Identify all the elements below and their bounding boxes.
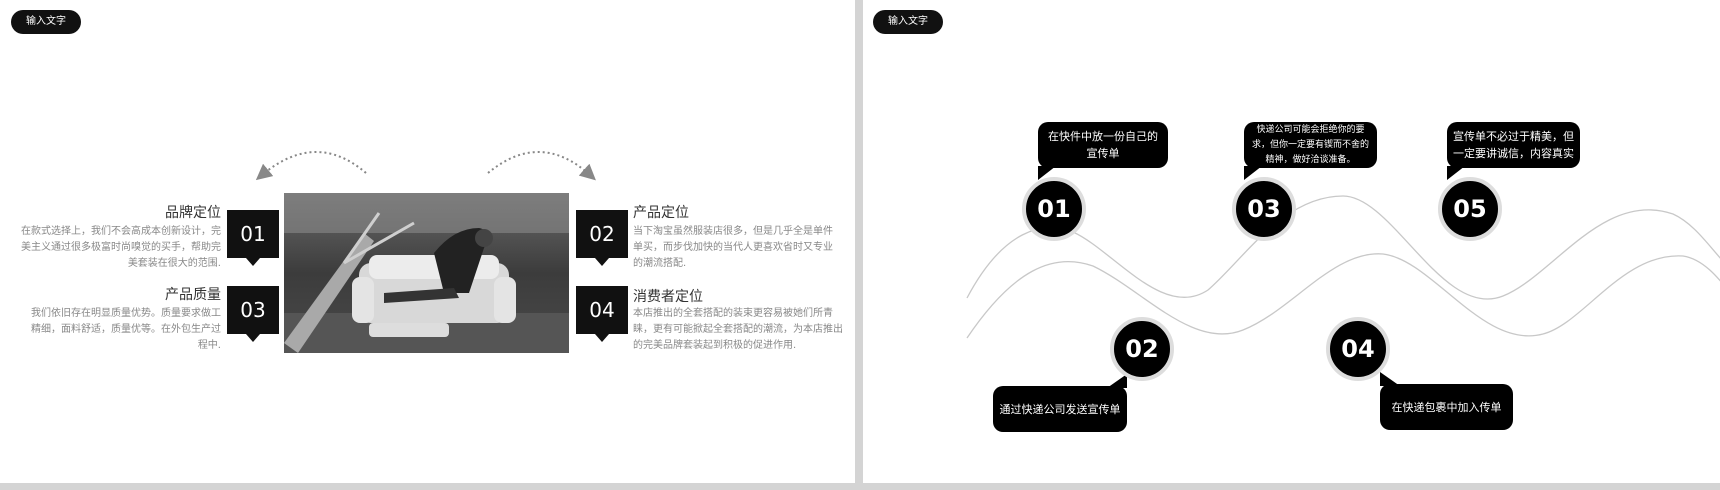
step-02-bubble-tail [1107,374,1127,388]
step-04-bubble: 在快递包裹中加入传单 [1380,384,1513,430]
step-05-bubble: 宣传单不必过于精美，但一定要讲诚信，内容真实 [1447,122,1580,168]
step-01-circle: 01 [1022,177,1086,241]
step-02-bubble: 通过快递公司发送宣传单 [993,386,1127,432]
step-04-bubble-tail [1380,372,1400,386]
item-02-desc: 当下淘宝虽然服装店很多，但是几乎全是单件单买，而步伐加快的当代人更喜欢省时又专业… [633,226,833,269]
step-05-bubble-tail [1447,166,1465,180]
step-03-bubble-tail [1244,166,1262,180]
step-04-circle: 04 [1326,317,1390,381]
step-01-bubble: 在快件中放一份自己的宣传单 [1038,122,1168,168]
arrow-right [487,151,596,181]
step-03-circle: 03 [1232,177,1296,241]
item-04-title: 消费者定位 [633,289,703,305]
item-01-desc: 在款式选择上，我们不会高成本创新设计，完美主义通过很多极富时尚嗅觉的买手，帮助完… [21,226,221,269]
item-01-title: 品牌定位 [165,205,221,221]
step-03-bubble: 快递公司可能会拒绝你的要求，但你一定要有锲而不舍的精神，做好洽谈准备。 [1244,122,1377,168]
slide-left: 输入文字 品牌定位 在款式选择上，我们不会高成本创新设计，完美主义通过很多极富时… [0,0,855,483]
step-03-text: 快递公司可能会拒绝你的要求，但你一定要有锲而不舍的精神，做好洽谈准备。 [1251,124,1369,165]
item-03-number: 03 [227,286,279,342]
slide-right: 输入文字 在快件中放一份自己的宣传单 快递公司可能会拒绝你的要求，但你一定要有锲… [863,0,1720,483]
step-05-text: 宣传单不必过于精美，但一定要讲诚信，内容真实 [1453,130,1574,160]
curved-arrows [255,151,596,181]
step-05-circle: 05 [1438,177,1502,241]
step-01-bubble-tail [1038,166,1056,180]
photo-woman-on-sofa [284,193,569,353]
item-04-desc: 本店推出的全套搭配的装束更容易被她们所青睐，更有可能掀起全套搭配的潮流，为本店推… [633,308,843,351]
step-04-text: 在快递包裹中加入传单 [1391,400,1502,414]
arrow-left [255,151,367,181]
item-03-title: 产品质量 [165,287,221,303]
item-04-number: 04 [576,286,628,342]
wave-lines [966,195,1720,339]
item-03-desc: 我们依旧存在明显质量优势。质量要求做工精细，面料舒适，质量优等。在外包生产过程中… [31,308,221,351]
item-01-number: 01 [227,210,279,266]
input-text-tag[interactable]: 输入文字 [11,10,81,34]
step-02-circle: 02 [1110,317,1174,381]
item-02-title: 产品定位 [633,205,689,221]
step-01-text: 在快件中放一份自己的宣传单 [1048,130,1158,160]
item-02-number: 02 [576,210,628,266]
step-02-text: 通过快递公司发送宣传单 [999,402,1121,416]
input-text-tag-right[interactable]: 输入文字 [873,10,943,34]
